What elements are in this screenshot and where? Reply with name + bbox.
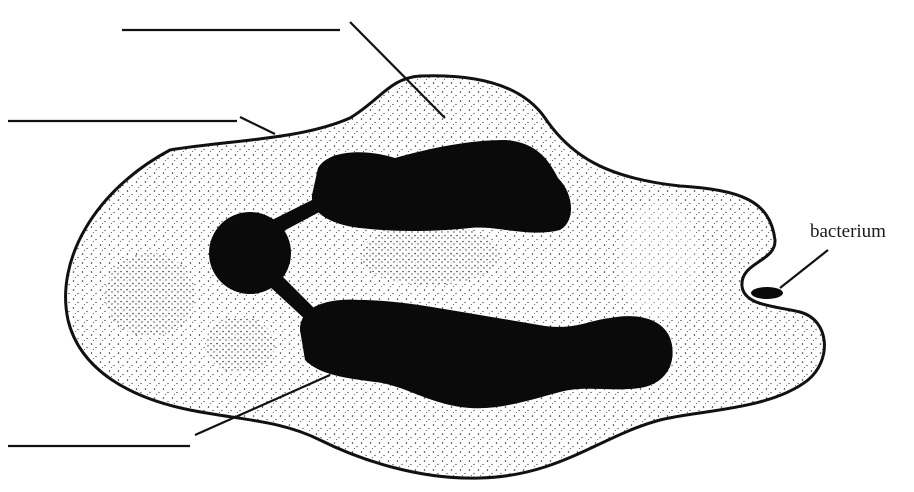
bacterium-label: bacterium bbox=[810, 221, 886, 242]
bacterium-shape bbox=[751, 287, 783, 299]
leader-line-bacterium bbox=[780, 250, 828, 288]
leader-line-middle-left bbox=[240, 117, 275, 134]
nucleus-upper-lobe bbox=[312, 140, 571, 233]
